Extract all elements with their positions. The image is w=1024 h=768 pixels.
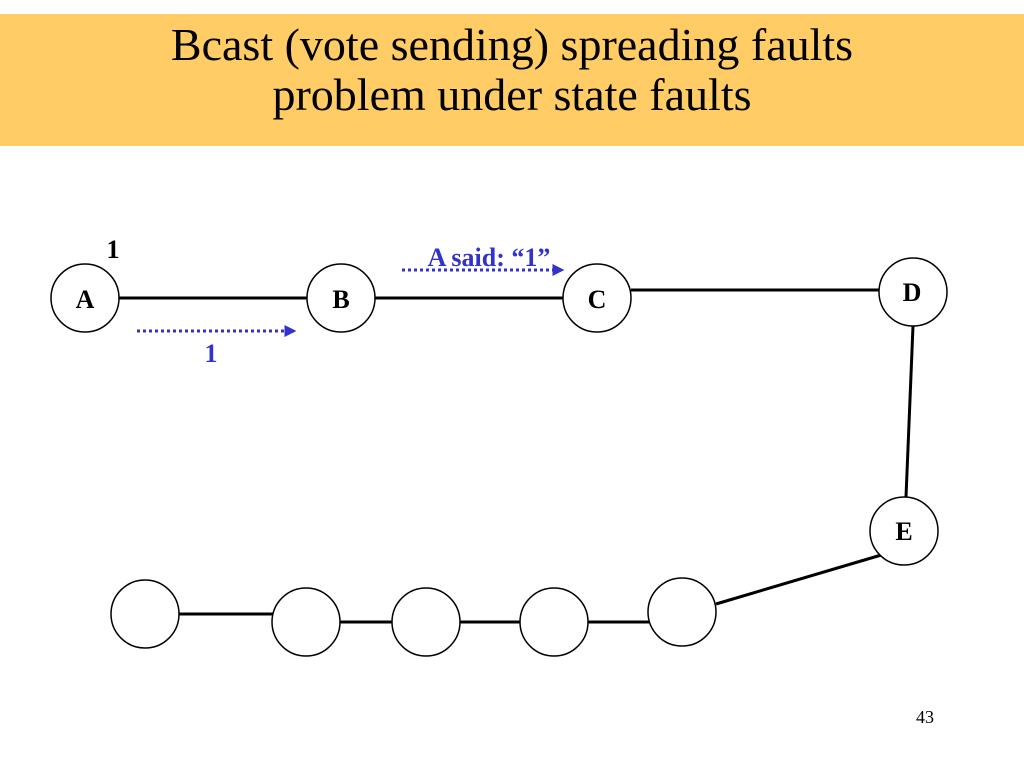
message-label-a-to-b: 1 <box>205 339 218 368</box>
title-line-1: Bcast (vote sending) spreading faults <box>170 19 854 70</box>
node-a <box>50 263 120 333</box>
node-chain-1 <box>110 579 180 649</box>
slide-number: 43 <box>916 707 934 727</box>
node-label-e: E <box>895 517 912 546</box>
nodes <box>50 257 948 657</box>
node-a-value-label: 1 <box>107 235 120 264</box>
node-chain-5 <box>647 577 717 647</box>
edge-e-n5 <box>715 551 889 606</box>
node-label-b: B <box>332 285 349 314</box>
edges <box>119 288 915 624</box>
node-d <box>878 257 948 327</box>
node-label-a: A <box>76 285 95 314</box>
node-label-c: C <box>588 285 607 314</box>
title-line-2: problem under state faults <box>272 69 752 120</box>
title-band <box>0 14 1024 146</box>
node-chain-3 <box>391 587 461 657</box>
node-e <box>869 496 939 566</box>
message-label-b-to-c: A said: “1” <box>428 243 551 272</box>
node-chain-4 <box>519 587 589 657</box>
node-c <box>562 263 632 333</box>
node-chain-2 <box>271 587 341 657</box>
node-label-d: D <box>903 278 922 307</box>
slide-title: Bcast (vote sending) spreading faults pr… <box>0 20 1024 120</box>
node-labels: A B C D E <box>76 278 922 546</box>
edge-d-e <box>904 325 915 498</box>
node-b <box>306 263 376 333</box>
